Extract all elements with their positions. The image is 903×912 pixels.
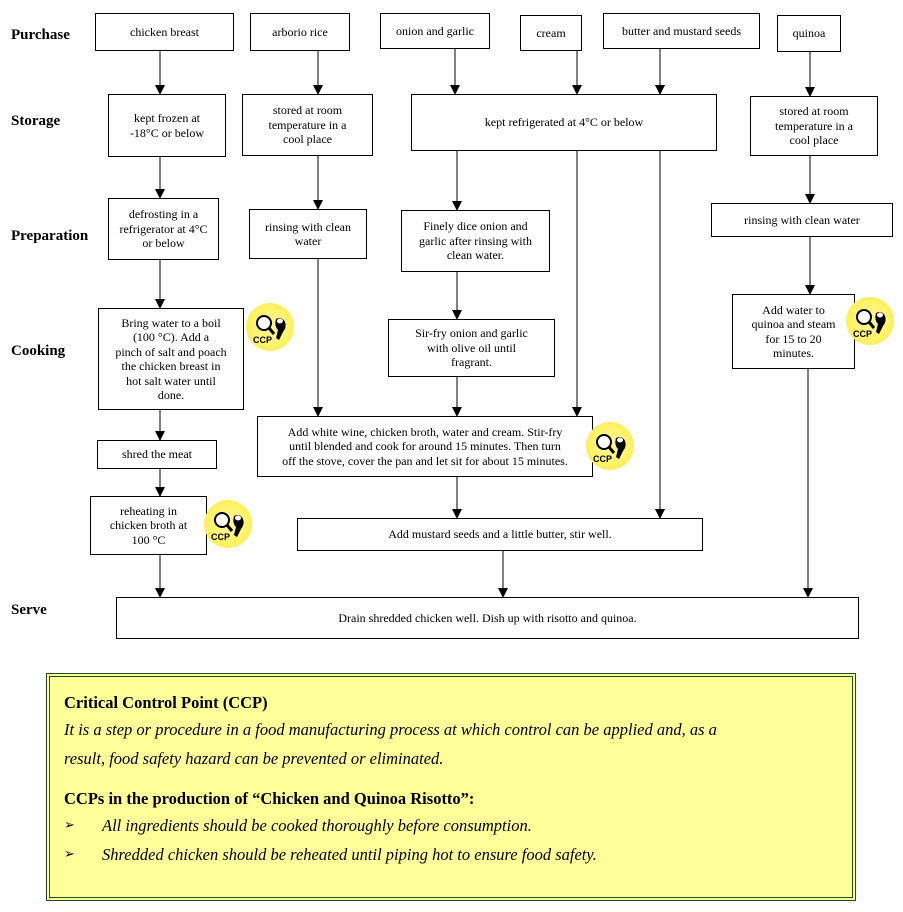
ccp-badge-reheat: CCP (204, 500, 252, 548)
purchase-butter-box: butter and mustard seeds (603, 13, 760, 49)
ccp-badge-quinoa: CCP (846, 297, 894, 345)
prep-rice-line: rinsing with clean (265, 219, 351, 234)
cook-mustard-text: Add mustard seeds and a little butter, s… (388, 527, 612, 542)
storage-quinoa-line: temperature in a (775, 118, 853, 133)
prep-chicken-line: refrigerator at 4°C (119, 221, 208, 236)
prep-quinoa-box: rinsing with clean water (711, 203, 893, 237)
cook-risotto-line: Add white wine, chicken broth, water and… (287, 424, 563, 439)
cook-risotto-box: Add white wine, chicken broth, water and… (257, 416, 593, 477)
ccp-label: CCP (253, 335, 273, 345)
purchase-onion-text: onion and garlic (396, 23, 474, 38)
ccp-label: CCP (853, 329, 873, 339)
magnifying-glass-inspector-icon (256, 315, 286, 340)
panel-definition-line: It is a step or procedure in a food manu… (64, 720, 717, 739)
stage-cooking-label: Cooking (11, 343, 66, 359)
stage-serve-label: Serve (11, 602, 47, 618)
storage-rice-box: stored at room temperature in a cool pla… (242, 94, 373, 156)
cook-reheat-box: reheating in chicken broth at 100 °C (90, 496, 207, 555)
cook-quinoa-line: minutes. (773, 346, 814, 360)
cook-reheat-line: reheating in (120, 503, 177, 518)
purchase-quinoa-box: quinoa (777, 15, 841, 52)
cook-chicken-line: pinch of salt and poach (115, 344, 227, 359)
cook-chicken-line: Bring water to a boil (121, 315, 221, 330)
prep-onion-box: Finely dice onion and garlic after rinsi… (401, 210, 550, 272)
purchase-chicken-text: chicken breast (130, 24, 199, 39)
arrow-bullet-icon: ➢ (64, 847, 75, 862)
panel-title: Critical Control Point (CCP) (64, 693, 268, 712)
purchase-cream-text: cream (536, 25, 566, 40)
storage-rice-line: cool place (283, 132, 332, 147)
panel-bullet-item: ➢ All ingredients should be cooked thoro… (64, 811, 838, 840)
prep-rice-box: rinsing with clean water (249, 209, 367, 259)
cook-quinoa-line: for 15 to 20 (765, 331, 822, 346)
purchase-rice-box: arborio rice (250, 13, 350, 51)
cook-chicken-line: done. (157, 388, 185, 402)
purchase-quinoa-text: quinoa (792, 26, 826, 41)
cook-reheat-line: 100 °C (131, 532, 166, 547)
storage-quinoa-box: stored at room temperature in a cool pla… (750, 96, 878, 156)
storage-chicken-line: -18°C or below (129, 125, 205, 140)
panel-ccp-heading: CCPs in the production of “Chicken and Q… (64, 789, 475, 808)
cook-chicken-line: the chicken breast in (121, 359, 221, 373)
magnifying-glass-inspector-icon (856, 309, 886, 334)
cook-quinoa-line: quinoa and steam (751, 317, 836, 331)
magnifying-glass-inspector-icon (596, 434, 626, 459)
cook-mustard-box: Add mustard seeds and a little butter, s… (297, 518, 703, 551)
cook-onion-line: fragrant. (451, 355, 492, 370)
prep-chicken-line: or below (142, 236, 185, 251)
stage-storage-label: Storage (11, 113, 61, 129)
prep-chicken-box: defrosting in a refrigerator at 4°C or b… (108, 198, 219, 260)
prep-chicken-line: defrosting in a (128, 207, 199, 222)
cook-shred-box: shred the meat (97, 440, 217, 469)
cook-reheat-line: chicken broth at (109, 518, 188, 533)
ccp-info-panel: Critical Control Point (CCP) It is a ste… (46, 673, 856, 901)
purchase-cream-box: cream (520, 15, 582, 51)
purchase-chicken-box: chicken breast (95, 13, 234, 51)
cook-quinoa-box: Add water to quinoa and steam for 15 to … (732, 294, 855, 369)
purchase-butter-text: butter and mustard seeds (622, 23, 741, 38)
cook-onion-line: Sir-fry onion and garlic (415, 326, 528, 341)
prep-onion-line: Finely dice onion and (423, 219, 528, 234)
cook-onion-box: Sir-fry onion and garlic with olive oil … (388, 319, 555, 377)
prep-onion-line: garlic after rinsing with (419, 233, 532, 248)
prep-onion-line: clean water. (446, 248, 505, 263)
purchase-rice-text: arborio rice (272, 24, 328, 39)
purchase-onion-box: onion and garlic (380, 13, 490, 49)
storage-fridge-text: kept refrigerated at 4°C or below (484, 115, 644, 130)
stage-preparation-label: Preparation (11, 228, 89, 244)
stage-purchase-label: Purchase (11, 27, 70, 43)
prep-rice-line: water (294, 234, 322, 248)
storage-rice-line: temperature in a (268, 117, 347, 132)
ccp-label: CCP (593, 454, 613, 464)
panel-definition-line: result, food safety hazard can be preven… (64, 749, 444, 768)
panel-bullet-item: ➢ Shredded chicken should be reheated un… (64, 840, 838, 869)
magnifying-glass-inspector-icon (214, 512, 244, 537)
panel-bullet-text: All ingredients should be cooked thoroug… (102, 816, 532, 835)
panel-bullet-text: Shredded chicken should be reheated unti… (102, 845, 597, 864)
cook-shred-text: shred the meat (122, 447, 192, 462)
serve-text: Drain shredded chicken well. Dish up wit… (338, 610, 637, 625)
ccp-label: CCP (211, 532, 231, 542)
prep-quinoa-text: rinsing with clean water (744, 212, 860, 227)
storage-quinoa-line: stored at room (779, 104, 849, 119)
cook-quinoa-line: Add water to (762, 302, 825, 317)
storage-rice-line: stored at room (272, 103, 343, 118)
cook-onion-line: with olive oil until (427, 340, 516, 355)
cook-risotto-line: off the stove, cover the pan and let sit… (282, 453, 568, 468)
storage-quinoa-line: cool place (789, 133, 839, 148)
arrow-bullet-icon: ➢ (64, 818, 75, 833)
cook-chicken-line: hot salt water until (126, 373, 216, 388)
ccp-badge-risotto: CCP (586, 422, 634, 470)
ccp-badge-poach: CCP (246, 303, 294, 351)
storage-chicken-box: kept frozen at -18°C or below (108, 94, 226, 157)
cook-risotto-line: until blended and cook for around 15 min… (289, 439, 561, 454)
storage-chicken-line: kept frozen at (134, 111, 200, 125)
cook-chicken-line: (100 °C). Add a (132, 330, 210, 344)
serve-box: Drain shredded chicken well. Dish up wit… (116, 597, 859, 639)
storage-fridge-box: kept refrigerated at 4°C or below (411, 94, 717, 151)
cook-chicken-box: Bring water to a boil (100 °C). Add a pi… (98, 308, 244, 410)
